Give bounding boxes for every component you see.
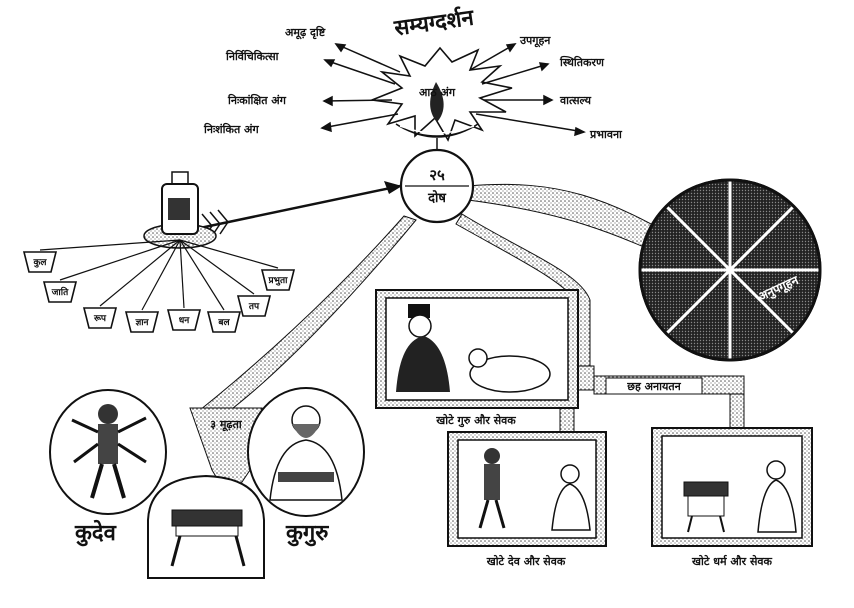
diya-lamp-icon [395, 123, 479, 138]
caption-kudev: कुदेव [74, 519, 117, 547]
cup-icon: बल [206, 311, 242, 333]
label-left-3: निःकांक्षित अंग [227, 93, 287, 107]
caption-false-god: खोटे देव और सेवक [486, 554, 566, 568]
arrow-head-icon [384, 181, 402, 194]
wheel-spoke [665, 205, 795, 335]
anayatan-connectors [559, 365, 745, 435]
panel-false-god-servant [447, 431, 607, 547]
label-right-2: स्थितिकरण [559, 55, 605, 69]
cups: कुल जाति रूप ज्ञान धन बल तप प्रभुता [22, 251, 296, 333]
label-right-4: प्रभावना [589, 128, 623, 141]
cup-icon: तप [236, 295, 272, 317]
cup-label: धन [179, 316, 191, 326]
caption-false-religion: खोटे धर्म और सेवक [691, 554, 773, 568]
kushastra-medallion [147, 474, 265, 579]
kuguru-medallion [247, 387, 365, 517]
label-left-4: निःशंकित अंग [203, 122, 259, 136]
cup-icon: रूप [82, 307, 118, 329]
cup-label: बल [217, 318, 230, 328]
cup-icon: धन [166, 309, 202, 331]
cup-label: कुल [32, 258, 47, 268]
cup-label: रूप [93, 314, 107, 324]
hub-number: २५ [429, 166, 445, 184]
scripture-stand-icon [170, 509, 246, 567]
center-label-eight-limbs: आठ अंग [419, 86, 456, 99]
cup-icon: ज्ञान [124, 311, 160, 333]
cup-label: ज्ञान [134, 318, 149, 328]
liquor-bottle-icon [161, 171, 199, 235]
label-three-mudhata: ३ मूढ़ता [210, 418, 243, 432]
cup-icon: प्रभुता [260, 269, 296, 291]
samyagdarshan-sunburst: सम्यग्दर्शन आठ अंग अमूढ़ दृष्टि निर्विचि… [203, 4, 623, 142]
svg-text:छह अनायतन: छह अनायतन [626, 380, 681, 393]
cup-label: प्रभुता [268, 276, 289, 286]
panel-false-guru-servant [375, 289, 579, 409]
title-samyagdarshan: सम्यग्दर्शन [392, 4, 477, 42]
hub-label: दोष [427, 190, 446, 206]
label-right-1: उपगूहन [519, 34, 551, 48]
caption-false-guru: खोटे गुरु और सेवक [435, 413, 516, 428]
cup-icon: जाति [42, 281, 78, 303]
false-scripture-and-devotee-icon [683, 460, 797, 533]
arrow-shaft [199, 184, 401, 230]
panel-false-religion-servant [651, 427, 813, 547]
label-left-1: अमूढ़ दृष्टि [285, 25, 326, 40]
kudev-medallion [49, 389, 167, 515]
cup-label: जाति [51, 286, 69, 298]
caption-kuguru: कुगुरु [285, 521, 329, 547]
deity-figure-icon [71, 404, 147, 499]
cup-icon: कुल [22, 251, 58, 273]
idol-and-devotee-icon [478, 448, 591, 531]
label-right-3: वात्सल्य [559, 94, 592, 107]
false-guru-figure-icon [269, 405, 343, 501]
label-left-2: निर्विचिकित्सा [225, 49, 280, 63]
flame-icon [430, 82, 444, 122]
mada-group: कुल जाति रूप ज्ञान धन बल तप प्रभुता [22, 171, 402, 333]
dosha-wheel: अनुपगूहन [638, 178, 822, 362]
hub-25-doshas: २५ दोष [399, 148, 475, 224]
cup-label: तप [248, 302, 260, 312]
branch-label-anayatan: छह अनायतन [605, 377, 703, 395]
guru-and-devotee-icon [396, 304, 551, 393]
